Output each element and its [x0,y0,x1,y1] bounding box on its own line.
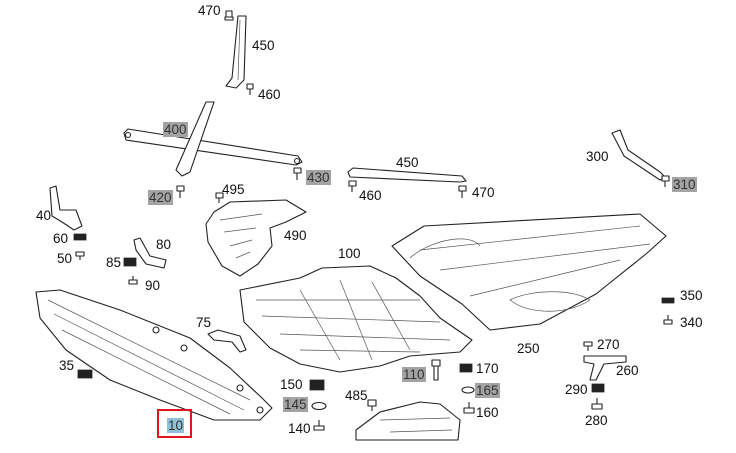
label-310[interactable]: 310 [672,177,697,192]
label-140[interactable]: 140 [288,421,311,436]
label-430[interactable]: 430 [306,170,331,185]
label-340[interactable]: 340 [680,315,703,330]
bolt-470-top[interactable] [224,10,234,21]
underbody-panel-100[interactable] [239,265,473,373]
label-300[interactable]: 300 [586,149,609,164]
label-85[interactable]: 85 [106,255,122,270]
label-420[interactable]: 420 [148,190,173,205]
label-450-lower[interactable]: 450 [396,155,419,170]
label-495[interactable]: 495 [222,182,245,197]
label-400[interactable]: 400 [163,122,188,137]
label-470-lower[interactable]: 470 [472,185,495,200]
label-10-selected[interactable]: 10 [167,418,185,433]
bracket-40[interactable] [49,185,83,231]
label-280[interactable]: 280 [585,413,608,428]
underbody-panel-250[interactable] [391,213,667,331]
screw-160[interactable] [463,402,475,414]
clip-60[interactable] [73,233,87,241]
screw-340[interactable] [663,315,673,325]
label-165[interactable]: 165 [475,383,500,398]
bolt-110[interactable] [431,359,441,381]
label-490[interactable]: 490 [284,228,307,243]
strut-450-lower[interactable] [347,167,467,183]
label-80[interactable]: 80 [156,237,172,252]
label-450-upper[interactable]: 450 [252,38,275,53]
label-75[interactable]: 75 [196,315,212,330]
bracket-300[interactable] [611,129,667,181]
clip-485[interactable] [367,399,377,411]
label-35[interactable]: 35 [59,358,75,373]
label-150[interactable]: 150 [280,377,303,392]
clip-35[interactable] [77,369,93,379]
nut-150[interactable] [309,379,325,391]
bracket-260[interactable] [583,355,627,381]
label-470-top[interactable]: 470 [198,3,221,18]
cross-brace-400[interactable] [123,101,303,177]
bolt-310[interactable] [661,175,670,187]
label-100[interactable]: 100 [338,246,361,261]
label-350[interactable]: 350 [680,288,703,303]
washer-165[interactable] [461,386,475,394]
clip-350[interactable] [661,297,675,304]
wheel-liner-partial[interactable] [355,401,461,441]
label-170[interactable]: 170 [476,361,499,376]
clip-495[interactable] [215,192,224,203]
label-60[interactable]: 60 [53,231,69,246]
bolt-460-upper[interactable] [246,83,254,95]
label-250[interactable]: 250 [517,341,540,356]
bracket-80[interactable] [133,237,167,269]
label-90[interactable]: 90 [145,278,161,293]
label-110[interactable]: 110 [402,367,426,382]
label-145[interactable]: 145 [283,397,308,412]
label-40[interactable]: 40 [36,208,52,223]
label-460-lower[interactable]: 460 [359,188,382,203]
strut-450-upper[interactable] [225,15,247,89]
label-160[interactable]: 160 [476,405,499,420]
nut-170[interactable] [459,363,473,373]
washer-145[interactable] [311,401,327,411]
bolt-470-lower[interactable] [458,185,467,198]
label-50[interactable]: 50 [57,251,73,266]
label-460-upper[interactable]: 460 [258,87,281,102]
underbody-panel-10[interactable] [35,289,273,421]
clip-290[interactable] [591,383,605,393]
label-290[interactable]: 290 [565,382,588,397]
bolt-460-lower[interactable] [348,180,357,192]
heat-shield-490[interactable] [205,199,307,277]
label-270[interactable]: 270 [597,337,620,352]
bracket-75[interactable] [207,329,247,353]
screw-140[interactable] [313,420,325,431]
screw-90[interactable] [128,276,138,285]
clip-85[interactable] [123,257,137,267]
screw-280[interactable] [591,398,603,410]
label-485[interactable]: 485 [345,388,368,403]
label-260[interactable]: 260 [616,363,639,378]
screw-50[interactable] [75,251,85,260]
selection-highlight-box [157,409,192,438]
screw-270[interactable] [583,341,593,351]
bolt-430[interactable] [293,167,302,180]
bolt-420[interactable] [176,185,185,198]
